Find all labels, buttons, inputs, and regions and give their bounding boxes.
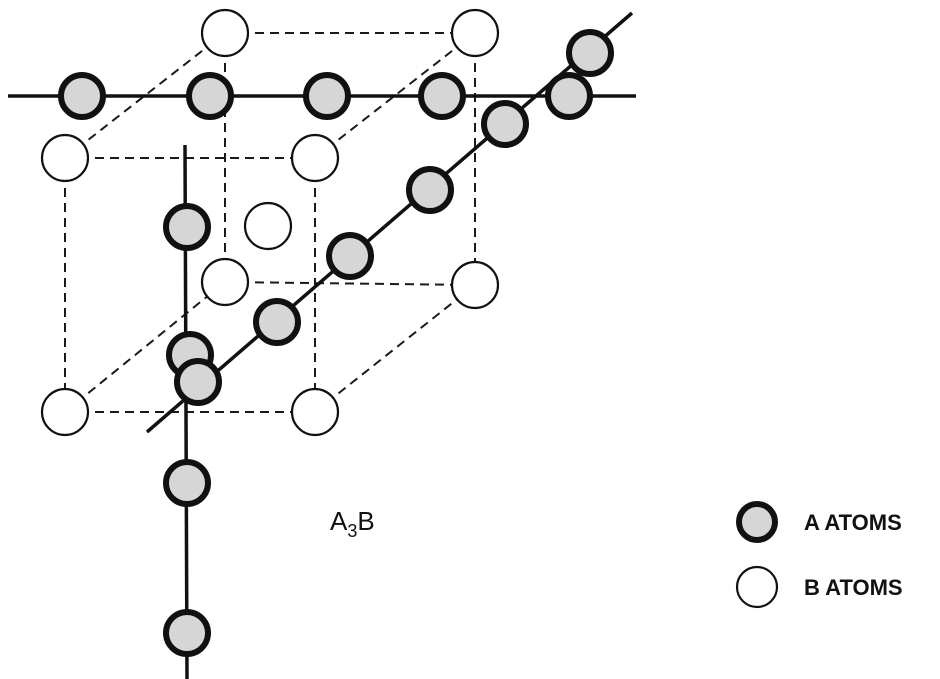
a-atom (174, 358, 222, 406)
legend-b-label: B ATOMS (804, 575, 903, 600)
a-atom (303, 72, 351, 120)
b-atom (200, 257, 250, 307)
legend-a-atom-icon (736, 501, 778, 543)
cell-edge (224, 281, 476, 286)
legend-b-atom-icon (735, 565, 779, 609)
a-atom (566, 29, 614, 77)
b-atoms (40, 8, 500, 437)
b-atom (40, 133, 90, 183)
a-atom (163, 459, 211, 507)
formula-base-a: A (330, 506, 348, 536)
a-atoms (58, 29, 614, 657)
unit-cell-edges (64, 32, 476, 413)
a-atom (326, 232, 374, 280)
legend-a-label: A ATOMS (804, 510, 902, 535)
cell-edge (64, 32, 226, 159)
cell-edge (64, 281, 226, 413)
b-atom (40, 387, 90, 437)
formula-label: A3B (330, 506, 375, 541)
a-atom (481, 100, 529, 148)
a-atom (163, 609, 211, 657)
b-atom (450, 260, 500, 310)
b-atom (290, 387, 340, 437)
cell-edge (314, 32, 476, 159)
a-atom (186, 72, 234, 120)
b-atom (290, 133, 340, 183)
formula-subscript: 3 (347, 521, 357, 541)
cell-edge (314, 284, 476, 413)
legend: A ATOMS B ATOMS (735, 501, 903, 609)
a-atom (418, 72, 466, 120)
a-atom (58, 72, 106, 120)
a-atom (253, 298, 301, 346)
a-atom (163, 203, 211, 251)
b-atom (450, 8, 500, 58)
a-atom (406, 166, 454, 214)
a-atom (545, 72, 593, 120)
formula-base-b: B (357, 506, 374, 536)
b-atom (243, 201, 293, 251)
b-atom (200, 8, 250, 58)
